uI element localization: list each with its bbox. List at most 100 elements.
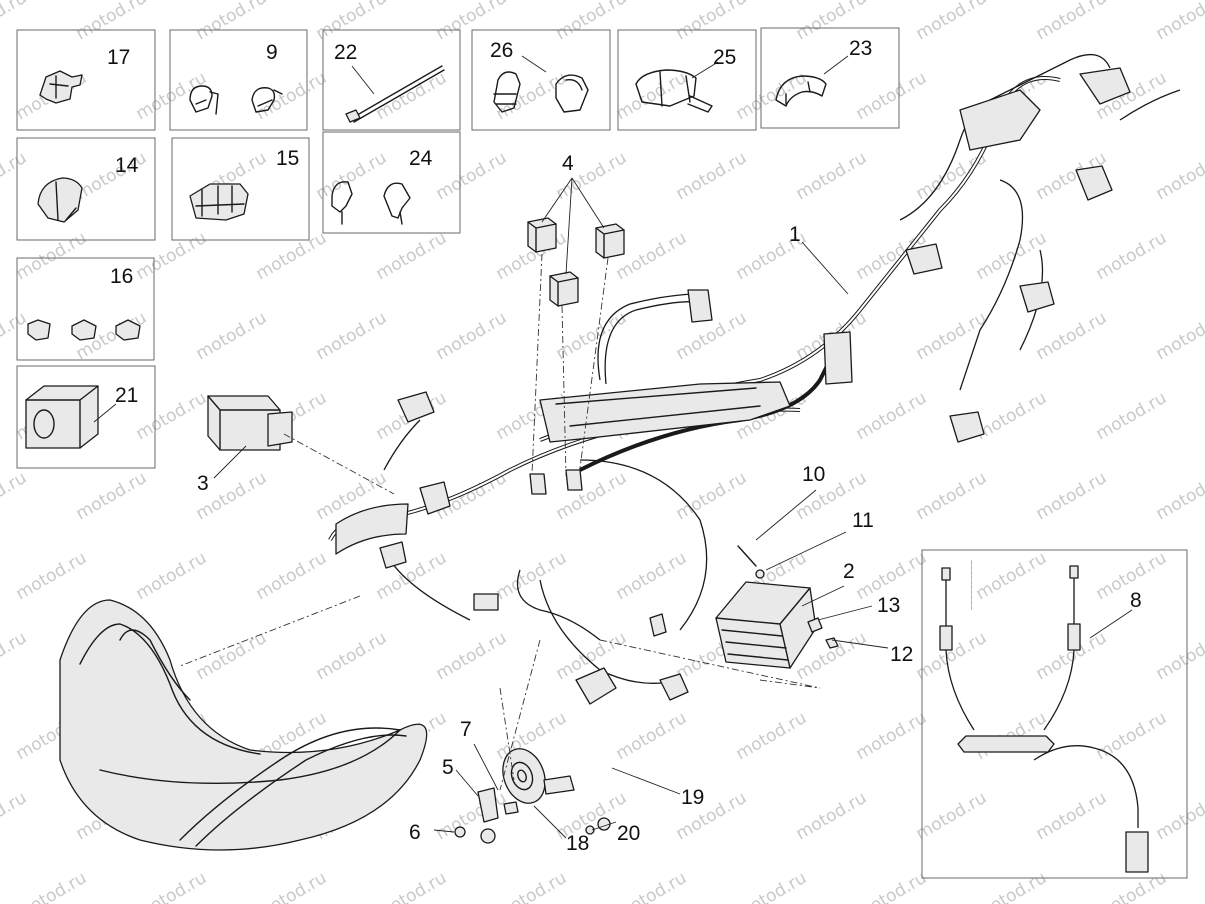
watermark-text: motod.ru: [193, 308, 271, 364]
watermark-text: motod.ru: [613, 68, 691, 124]
watermark-text: motod.ru: [313, 308, 391, 364]
main-harness: [328, 53, 1181, 705]
watermark-text: motod.ru: [1093, 228, 1171, 284]
watermark-text: motod.ru: [493, 68, 571, 124]
watermark-text: motod.ru: [493, 868, 571, 904]
headlight-assembly: [59, 595, 428, 851]
watermark-text: motod.ru: [13, 868, 91, 904]
watermark-text: motod.ru: [673, 0, 751, 44]
callout-4: 4: [562, 152, 574, 175]
watermark-text: motod.ru: [253, 548, 331, 604]
watermark-text: motod.ru: [1153, 148, 1205, 204]
watermark-text: motod.ru: [373, 868, 451, 904]
watermark-text: motod.ru: [0, 788, 30, 844]
watermark-text: motod.ru: [133, 868, 211, 904]
watermark-text: motod.ru: [13, 228, 91, 284]
watermark-text: motod.ru: [313, 0, 391, 44]
watermark-text: motod.ru: [1153, 628, 1205, 684]
callout-15: 15: [276, 147, 299, 170]
watermark-text: motod.ru: [1033, 468, 1111, 524]
watermark-text: motod.ru: [853, 708, 931, 764]
watermark-text: motod.ru: [973, 228, 1051, 284]
watermark-text: motod.ru: [373, 68, 451, 124]
watermark-text: motod.ru: [853, 388, 931, 444]
callout-9: 9: [266, 41, 278, 64]
detail-box-17: 17: [16, 29, 156, 131]
callout-5: 5: [442, 756, 454, 779]
watermark-text: motod.ru: [0, 628, 30, 684]
watermark-text: motod.ru: [613, 708, 691, 764]
detail-box-25: 25: [617, 29, 757, 131]
ecu-unit-3: 3: [197, 395, 395, 495]
watermark-text: motod.ru: [793, 148, 871, 204]
watermark-text: motod.ru: [733, 868, 811, 904]
watermark-text: motod.ru: [973, 548, 1051, 604]
watermark-text: motod.ru: [0, 468, 30, 524]
diagram-8-microtext: ——————————: [968, 560, 974, 610]
watermark-text: motod.ru: [73, 0, 151, 44]
watermark-text: motod.ru: [673, 468, 751, 524]
callout-group-1: 1: [789, 223, 849, 295]
callout-23: 23: [849, 37, 872, 60]
detail-box-21: 21: [16, 365, 156, 469]
watermark-text: motod.ru: [13, 548, 91, 604]
watermark-text: motod.ru: [553, 308, 631, 364]
watermark-text: motod.ru: [1033, 308, 1111, 364]
watermark-text: motod.ru: [733, 708, 811, 764]
watermark-text: motod.ru: [1033, 788, 1111, 844]
watermark-text: motod.ru: [673, 148, 751, 204]
watermark-text: motod.ru: [1153, 468, 1205, 524]
detail-box-15: 15: [171, 137, 310, 241]
watermark-text: motod.ru: [133, 548, 211, 604]
callout-10: 10: [802, 463, 825, 486]
horn-18: 7 5 6 18 20 19: [409, 639, 704, 855]
callout-3: 3: [197, 472, 209, 495]
watermark-text: motod.ru: [433, 0, 511, 44]
watermark-text: motod.ru: [1153, 788, 1205, 844]
watermark-text: motod.ru: [433, 148, 511, 204]
callout-17: 17: [107, 46, 130, 69]
callout-25: 25: [713, 46, 736, 69]
watermark-text: motod.ru: [0, 0, 30, 44]
watermark-text: motod.ru: [1033, 0, 1111, 44]
watermark-text: motod.ru: [433, 628, 511, 684]
regulator-2: 10 11 2 13 12: [599, 463, 913, 689]
watermark-text: motod.ru: [313, 628, 391, 684]
callout-2: 2: [843, 560, 855, 583]
detail-box-9: 9: [169, 29, 308, 131]
watermark-text: motod.ru: [493, 548, 571, 604]
detail-box-14: 14: [16, 137, 156, 241]
callout-22: 22: [334, 41, 357, 64]
callout-18: 18: [566, 832, 589, 855]
watermark-text: motod.ru: [433, 308, 511, 364]
detail-box-8: —————————— 8: [921, 549, 1188, 879]
callout-26: 26: [490, 39, 513, 62]
watermark-text: motod.ru: [973, 388, 1051, 444]
callout-1: 1: [789, 223, 801, 246]
callout-19: 19: [681, 786, 704, 809]
watermark-text: motod.ru: [913, 788, 991, 844]
watermark-text: motod.ru: [853, 868, 931, 904]
watermark-text: motod.ru: [973, 868, 1051, 904]
watermark-text: motod.ru: [1153, 0, 1205, 44]
detail-box-16: 16: [16, 257, 155, 361]
callout-6: 6: [409, 821, 421, 844]
callout-11: 11: [852, 509, 874, 532]
watermark-text: motod.ru: [73, 148, 151, 204]
watermark-text: motod.ru: [373, 228, 451, 284]
watermark-text: motod.ru: [1093, 708, 1171, 764]
watermark-text: motod.ru: [133, 228, 211, 284]
detail-box-26: 26: [471, 29, 611, 131]
relay-group-4: 4: [527, 152, 625, 477]
watermark-text: motod.ru: [0, 308, 30, 364]
callout-8: 8: [1130, 589, 1142, 612]
watermark-text: motod.ru: [193, 0, 271, 44]
callout-12: 12: [890, 643, 913, 666]
watermark-text: motod.ru: [253, 228, 331, 284]
watermark-text: motod.ru: [0, 148, 30, 204]
callout-7: 7: [460, 718, 472, 741]
watermark-text: motod.ru: [613, 548, 691, 604]
watermark-text: motod.ru: [73, 468, 151, 524]
watermark-text: motod.ru: [553, 468, 631, 524]
